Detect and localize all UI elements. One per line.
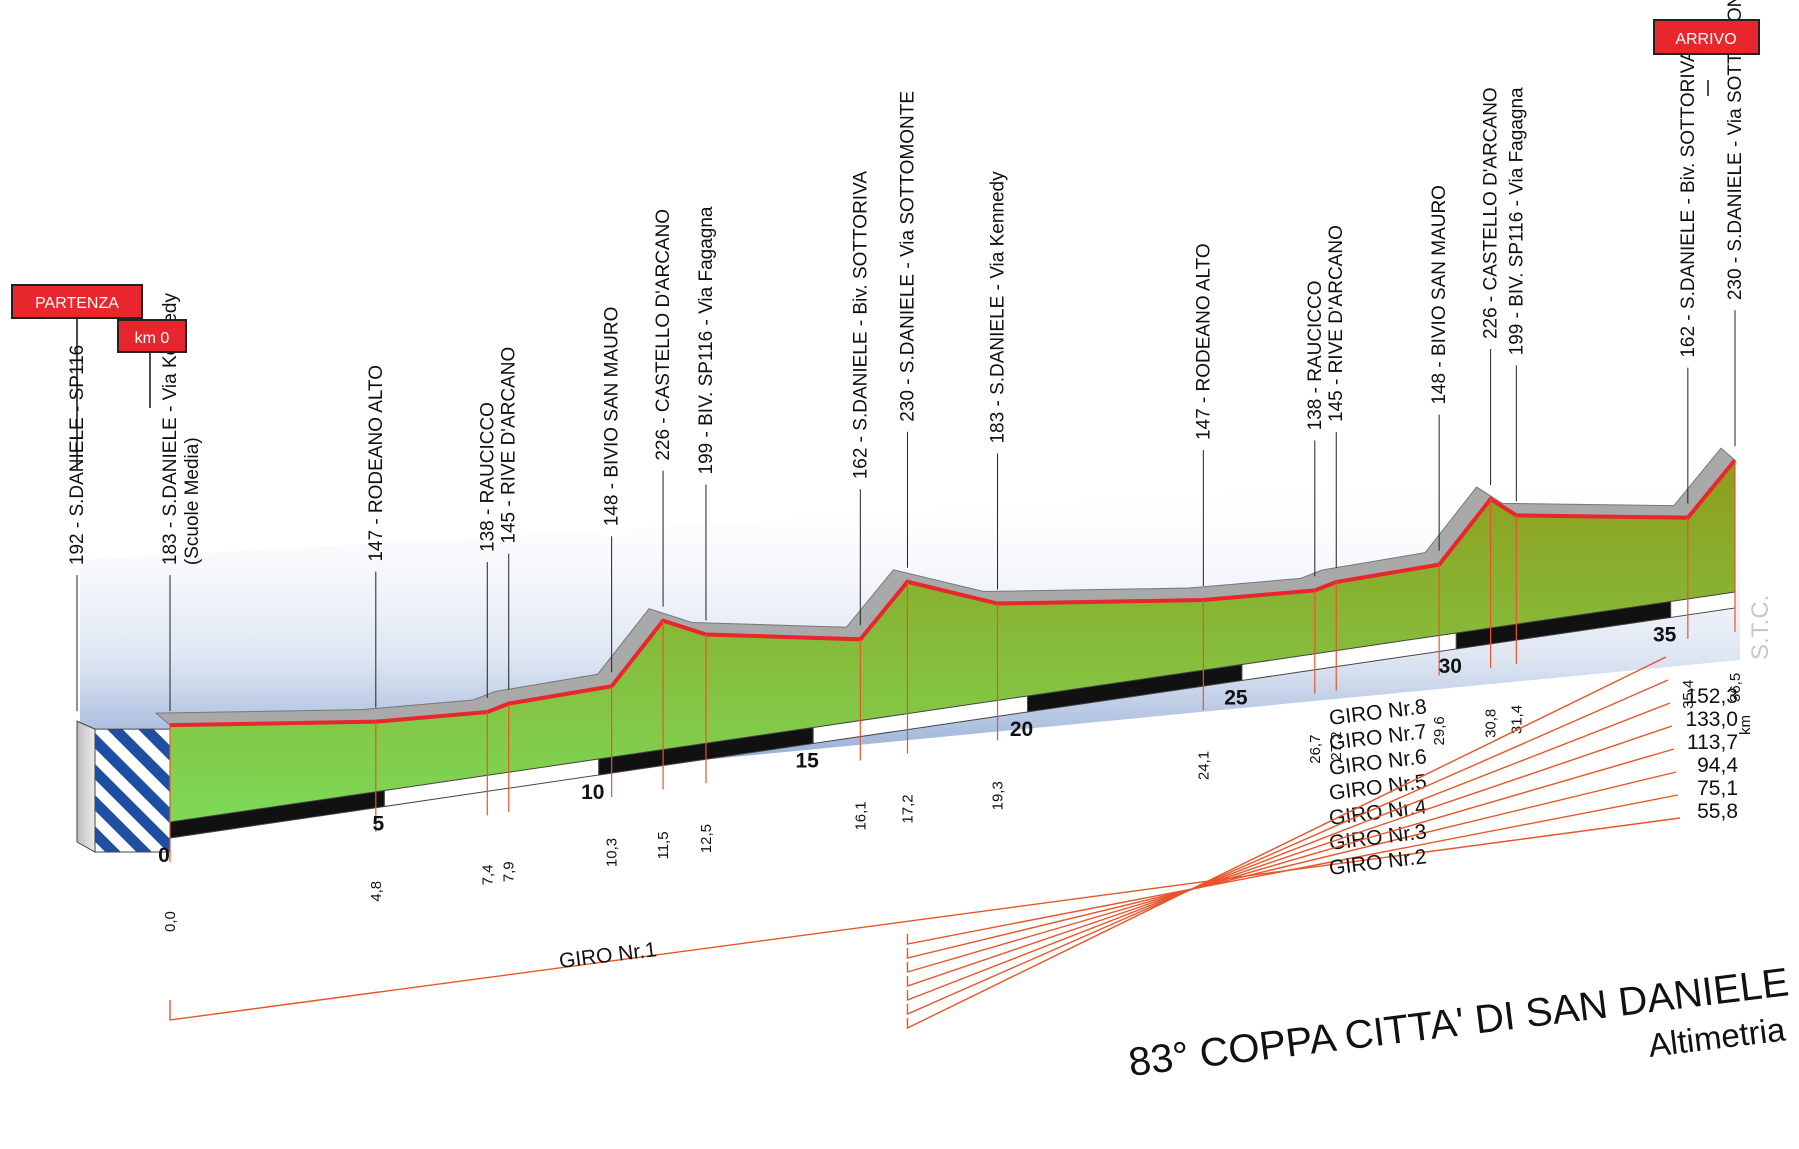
- km0-flag-label: km 0: [135, 330, 170, 347]
- x-tick-label: 25: [1224, 686, 1248, 709]
- checkpoint-label: 183 - S.DANIELE - Via Kennedy: [160, 292, 181, 565]
- lap-km: 133,0: [1685, 708, 1738, 731]
- checkpoint-label: 145 - RIVE D'ARCANO: [1326, 225, 1347, 422]
- km-marker-label: 0,0: [162, 911, 179, 932]
- km-marker-label: 16,1: [852, 801, 869, 830]
- km-marker-label: 24,1: [1195, 751, 1212, 780]
- lap-leader: [906, 748, 1675, 973]
- checkpoint-label: 199 - BIV. SP116 - Via Fagagna: [1506, 87, 1527, 355]
- start-flag-label: PARTENZA: [35, 295, 119, 312]
- lap-name: GIRO Nr.1: [558, 938, 658, 973]
- lap-leader: [906, 656, 1667, 1030]
- finish-flag: ARRIVO: [1653, 19, 1760, 96]
- x-tick-label: 20: [1010, 718, 1033, 741]
- km-marker-label: 35,4: [1680, 680, 1697, 709]
- lap-leader: [169, 817, 1681, 1021]
- credit-label: S.T.C.: [1747, 595, 1774, 660]
- profile-layer: [76, 447, 1737, 853]
- checkpoint-label: 230 - S.DANIELE - Via SOTTOMONTE: [897, 91, 918, 422]
- start-block-side: [76, 720, 96, 853]
- lap-km: 113,7: [1687, 731, 1738, 754]
- lap-km: 55,8: [1697, 800, 1738, 823]
- lap-km: 94,4: [1697, 754, 1738, 777]
- lap-leader: [906, 794, 1679, 945]
- km-marker-label: 17,2: [899, 794, 916, 823]
- x-tick-label: 10: [581, 781, 604, 804]
- x-axis-unit: km: [1737, 715, 1754, 735]
- checkpoint-label: 145 - RIVE D'ARCANO: [499, 347, 520, 544]
- finish-flag-label: ARRIVO: [1675, 31, 1736, 48]
- checkpoint-sublabel: (Scuole Media): [182, 437, 203, 565]
- checkpoint-label: 147 - RODEANO ALTO: [366, 365, 387, 562]
- lap-leader: [906, 771, 1677, 959]
- checkpoint-label: 148 - BIVIO SAN MAURO: [1429, 185, 1450, 405]
- checkpoint-label: 183 - S.DANIELE - Via Kennedy: [988, 171, 1009, 444]
- km-marker-label: 7,9: [501, 861, 518, 882]
- checkpoint-label: 199 - BIV. SP116 - Via Fagagna: [696, 206, 717, 474]
- km-marker-label: 7,4: [479, 865, 496, 886]
- start-flag: PARTENZA: [11, 284, 143, 470]
- checkpoint-label: 138 - RAUCICCO: [1305, 280, 1326, 430]
- km-ticks: 0 5 10 15 20 25 30 35: [158, 623, 1677, 867]
- x-tick-label: 30: [1439, 655, 1462, 678]
- lap-leader: [906, 702, 1671, 1002]
- km-marker-label: 11,5: [655, 831, 672, 859]
- km-marker-label: 12,5: [698, 824, 715, 853]
- km-marker-label: 4,8: [368, 881, 385, 902]
- checkpoint-label: 148 - BIVIO SAN MAURO: [602, 307, 623, 527]
- km-marker-label: 31,4: [1508, 705, 1525, 734]
- km-marker-label: 30,8: [1483, 709, 1500, 738]
- lap-leader: [906, 679, 1669, 1016]
- profile-line: [169, 458, 1737, 728]
- km-marker-label: 26,7: [1307, 735, 1324, 764]
- km-marker-label: 36,5: [1727, 673, 1744, 702]
- checkpoint-label: 226 - CASTELLO D'ARCANO: [653, 209, 674, 461]
- lap-km: 75,1: [1697, 777, 1738, 800]
- x-tick-label: 15: [795, 749, 819, 772]
- checkpoint-label: 230 - S.DANIELE - Via SOTTOMONTE: [1725, 0, 1746, 300]
- checkpoint-label: 226 - CASTELLO D'ARCANO: [1481, 87, 1502, 339]
- profile-fill: [170, 460, 1735, 822]
- km-marker-label: 10,3: [604, 838, 621, 867]
- x-tick-label: 5: [373, 812, 385, 835]
- lap-km: 152,3: [1685, 685, 1738, 708]
- x-tick-label: 0: [158, 844, 170, 867]
- checkpoint-label: 147 - RODEANO ALTO: [1193, 243, 1214, 440]
- km0-flag: km 0: [117, 319, 187, 408]
- checkpoint-label: 162 - S.DANIELE - Biv. SOTTORIVA: [1678, 49, 1699, 358]
- km-marker-label: 19,3: [990, 781, 1007, 810]
- checkpoint-label: 138 - RAUCICCO: [477, 402, 498, 552]
- checkpoint-label: 162 - S.DANIELE - Biv. SOTTORIVA: [850, 171, 871, 480]
- start-block-stripes: [94, 728, 171, 853]
- lap-leader: [906, 725, 1673, 987]
- km-marker-label: 27,2: [1328, 731, 1345, 760]
- km-marker-label: 29,6: [1431, 716, 1448, 745]
- x-tick-label: 35: [1653, 623, 1677, 646]
